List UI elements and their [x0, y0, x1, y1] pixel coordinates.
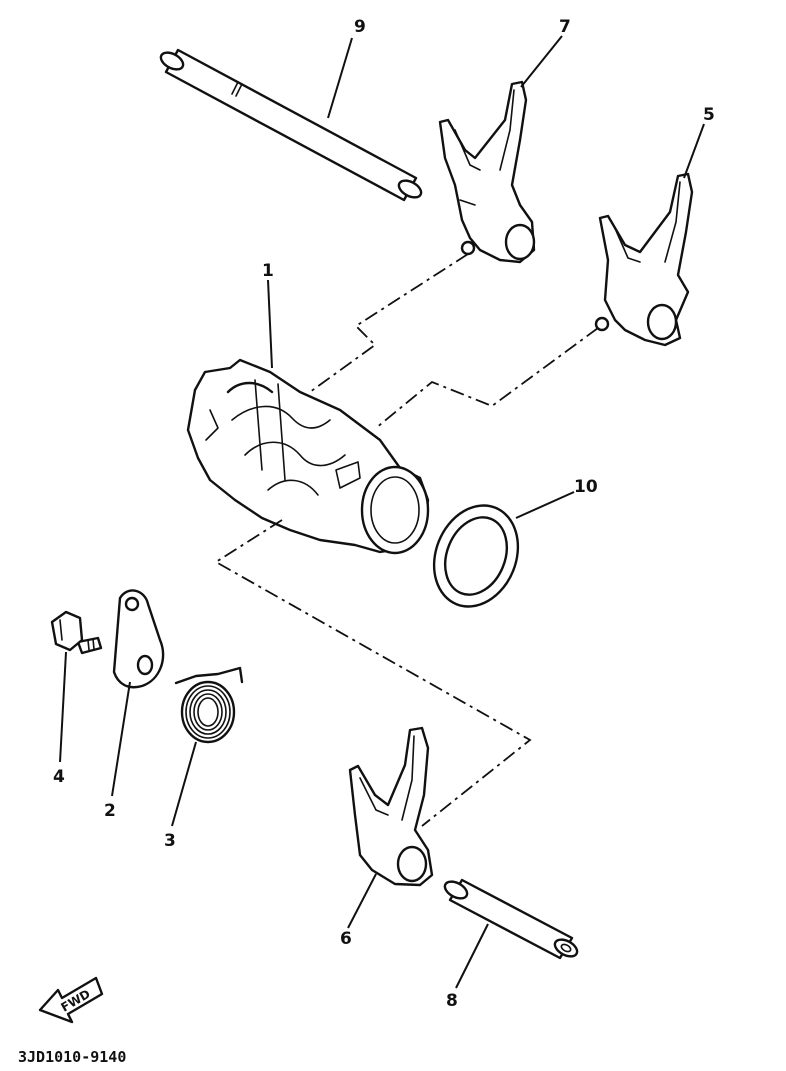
- part-10-washer: [432, 504, 520, 608]
- callout-1: 1: [262, 261, 274, 281]
- callout-8: 8: [446, 991, 458, 1011]
- callout-2: 2: [104, 801, 116, 821]
- callout-3: 3: [164, 831, 176, 851]
- callout-labels: 9 7 5 1 10 4 2 3 6 8: [53, 17, 715, 1011]
- part-1-shift-drum: [186, 358, 430, 555]
- leader-lines: [59, 35, 705, 989]
- assembly-lines: [214, 253, 599, 827]
- part-8-guide-bar: [443, 878, 579, 960]
- callout-7: 7: [559, 17, 571, 37]
- callout-6: 6: [340, 929, 352, 949]
- part-4-bolt: [50, 610, 103, 655]
- diagram-code: 3JD1010-9140: [18, 1048, 126, 1066]
- part-5-shift-fork: [594, 172, 694, 347]
- part-2-plate: [112, 589, 165, 689]
- callout-5: 5: [703, 105, 715, 125]
- part-7-shift-fork: [438, 80, 536, 264]
- fwd-arrow-icon: FWD: [38, 976, 104, 1024]
- part-3-spring: [174, 666, 244, 744]
- part-9-shaft: [159, 48, 423, 202]
- part-6-shift-fork: [348, 726, 434, 887]
- callout-10: 10: [574, 477, 598, 497]
- callout-4: 4: [53, 767, 65, 787]
- callout-9: 9: [354, 17, 366, 37]
